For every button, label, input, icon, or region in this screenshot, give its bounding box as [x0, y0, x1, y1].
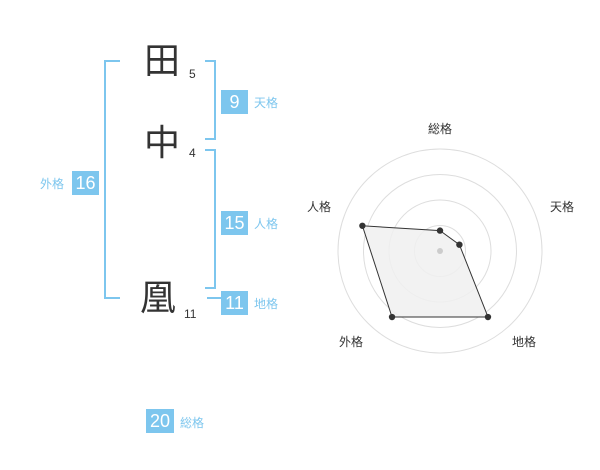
jinkaku-label: 人格 — [254, 217, 279, 231]
radar-point-1 — [436, 227, 444, 234]
tenkaku-bracket — [205, 60, 216, 140]
name-char-1: 田 — [144, 41, 181, 82]
radar-label-jinkaku: 人格 — [307, 200, 332, 214]
tenkaku-label: 天格 — [254, 96, 279, 110]
gaikaku-label: 外格 — [40, 177, 65, 191]
radar-center — [437, 248, 443, 254]
radar-label-gaikaku: 外格 — [339, 335, 364, 349]
name-char-2: 中 — [144, 123, 181, 164]
name-char-3-strokes: 11 — [184, 307, 197, 321]
radar-label-soukaku: 総格 — [428, 122, 453, 136]
jinkaku-bracket — [205, 149, 216, 289]
radar-label-chikaku: 地格 — [512, 335, 537, 349]
radar-point-4 — [388, 313, 396, 321]
gaikaku-bracket — [104, 60, 120, 299]
radar-point-2 — [456, 241, 463, 248]
radar-ring — [363, 174, 517, 328]
radar-point-5 — [359, 222, 366, 229]
radar-label-tenkaku: 天格 — [550, 200, 575, 214]
name-char-1-strokes: 5 — [189, 67, 196, 81]
radar-ring — [337, 148, 543, 354]
radar-polygon — [361, 225, 489, 318]
chikaku-label: 地格 — [254, 297, 279, 311]
chikaku-value: 11 — [221, 291, 248, 315]
jinkaku-value: 15 — [221, 211, 248, 235]
soukaku-value: 20 — [146, 409, 174, 433]
gaikaku-value: 16 — [72, 171, 99, 195]
name-char-3: 凰 — [140, 278, 177, 319]
soukaku-label: 総格 — [180, 416, 205, 430]
tenkaku-value: 9 — [221, 90, 248, 114]
name-char-2-strokes: 4 — [189, 146, 196, 160]
radar-point-3 — [484, 313, 492, 321]
